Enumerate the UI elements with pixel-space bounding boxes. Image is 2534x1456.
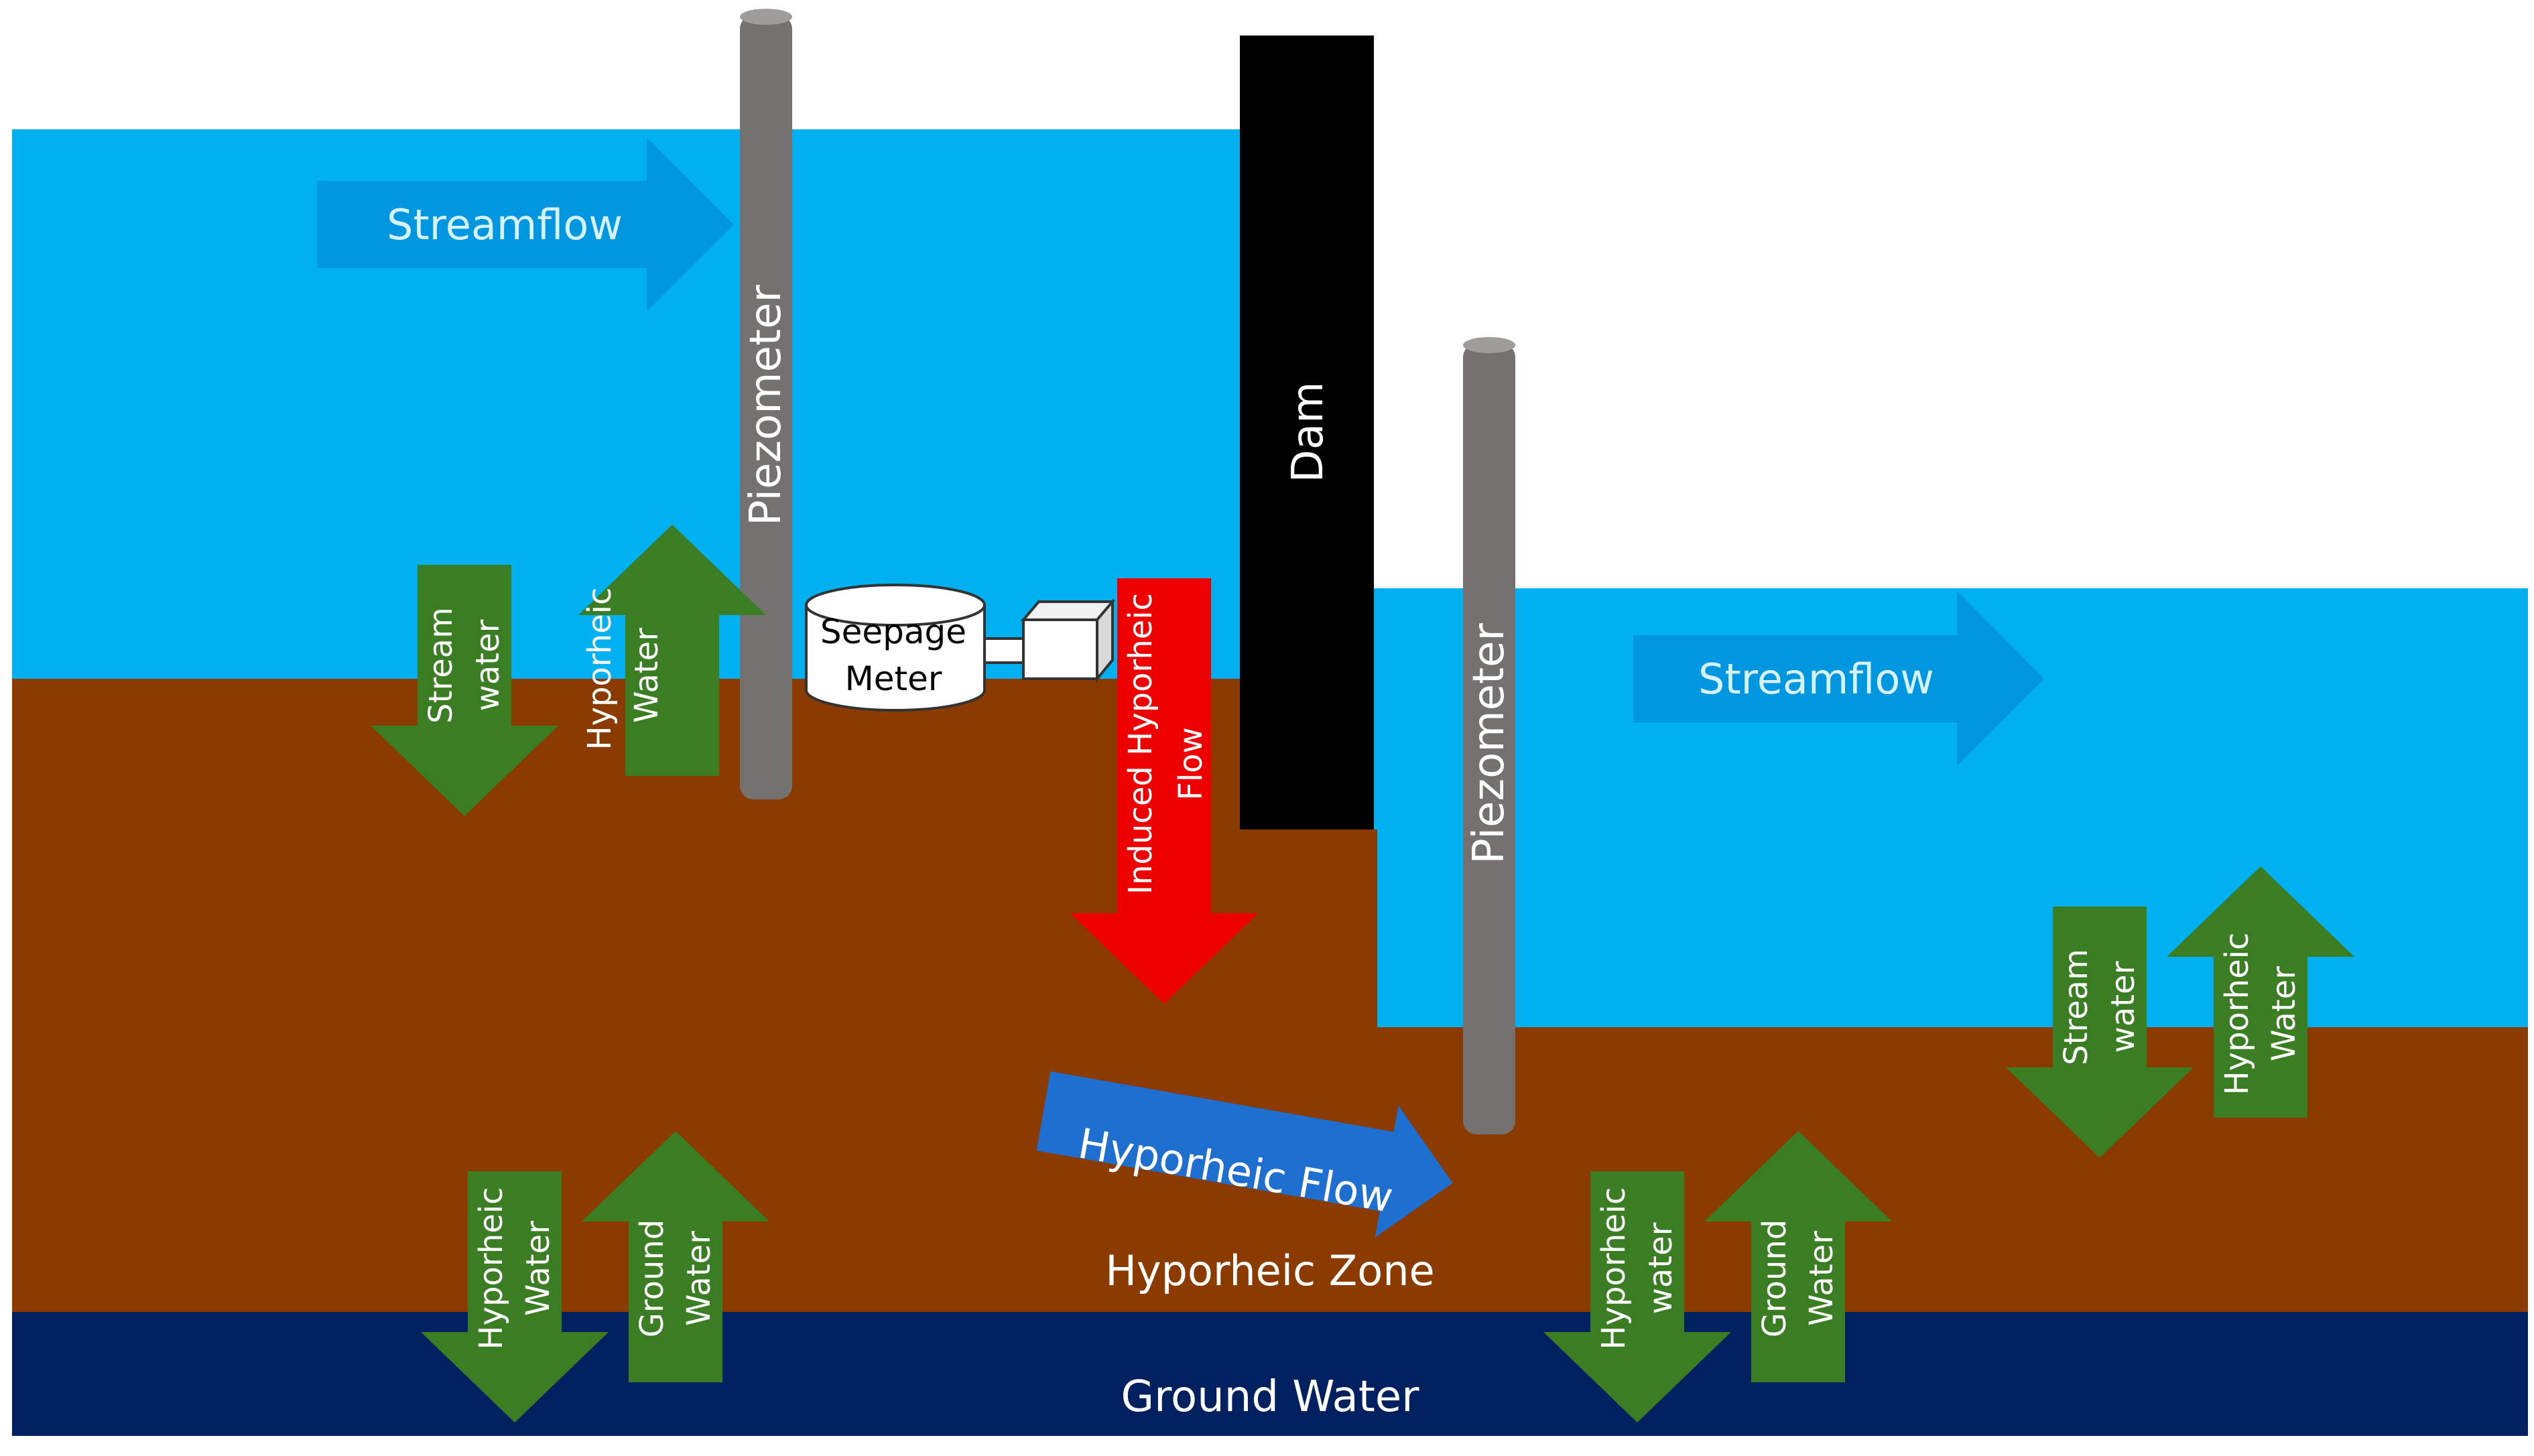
mid-lower-down-label-line2: water [1642, 1222, 1680, 1314]
dam-label: Dam [1283, 382, 1333, 483]
streamflow-downstream-arrow [1633, 591, 2044, 766]
mid-lower-up-label-line1: Ground [1756, 1219, 1793, 1338]
piezometer-left-label: Piezometer [741, 285, 791, 526]
left-lower-down-label-line1: Hyporheic [472, 1187, 510, 1350]
piezometer-right [1463, 344, 1515, 1134]
mid-lower-up-arrow [1704, 1131, 1892, 1382]
hyporheic-flow-arrow [1036, 1071, 1453, 1238]
piezometer-left-top [740, 9, 792, 25]
mid-lower-up-label-line2: Water [1803, 1231, 1840, 1326]
seepage-meter-label-line1: Seepage [820, 612, 966, 651]
right-upper-up-label-line1: Hyporheic [2218, 933, 2256, 1096]
right-upper-down-label-line2: water [2104, 961, 2142, 1053]
left-lower-up-arrow [582, 1131, 769, 1382]
dam [1240, 36, 1374, 830]
mid-lower-down-arrow [1543, 1171, 1731, 1422]
left-lower-down-arrow [421, 1171, 609, 1422]
induced-hyporheic-flow-label-line1: Induced Hyporheic [1122, 593, 1159, 895]
hyporheic-zone-label: Hyporheic Zone [1105, 1246, 1434, 1295]
streamflow-downstream-label: Streamflow [1698, 655, 1934, 704]
streamflow-upstream-label: Streamflow [387, 200, 623, 249]
right-upper-down-arrow [2006, 907, 2194, 1158]
seepage-meter [805, 584, 1116, 712]
seepage-meter-label-line2: Meter [845, 659, 942, 698]
right-upper-up-arrow [2167, 866, 2354, 1118]
left-lower-down-label-line2: Water [519, 1221, 557, 1316]
left-upper-up-arrow [578, 525, 766, 776]
right-upper-up-label-line2: Water [2265, 966, 2303, 1061]
left-upper-down-arrow [371, 565, 558, 816]
left-lower-up-label-line2: Water [680, 1231, 718, 1326]
induced-hyporheic-flow-label-line2: Flow [1172, 727, 1210, 801]
left-upper-up-label-line2: Water [628, 628, 666, 723]
left-upper-up-label-line1: Hyporheic [581, 588, 619, 750]
mid-lower-down-label-line1: Hyporheic [1595, 1187, 1633, 1350]
sediment-layer [12, 679, 2528, 1312]
left-lower-up-label-line1: Ground [633, 1219, 671, 1338]
induced-hyporheic-flow-arrow [1070, 578, 1258, 1004]
piezometer-right-top [1463, 337, 1515, 353]
left-upper-down-label-line2: water [469, 619, 507, 711]
left-upper-down-label-line1: Stream [422, 607, 460, 724]
streamflow-upstream-arrow [317, 137, 734, 312]
right-upper-down-label-line1: Stream [2057, 949, 2095, 1065]
ground-water-label: Ground Water [1121, 1372, 1420, 1422]
piezometer-right-label: Piezometer [1464, 623, 1514, 864]
